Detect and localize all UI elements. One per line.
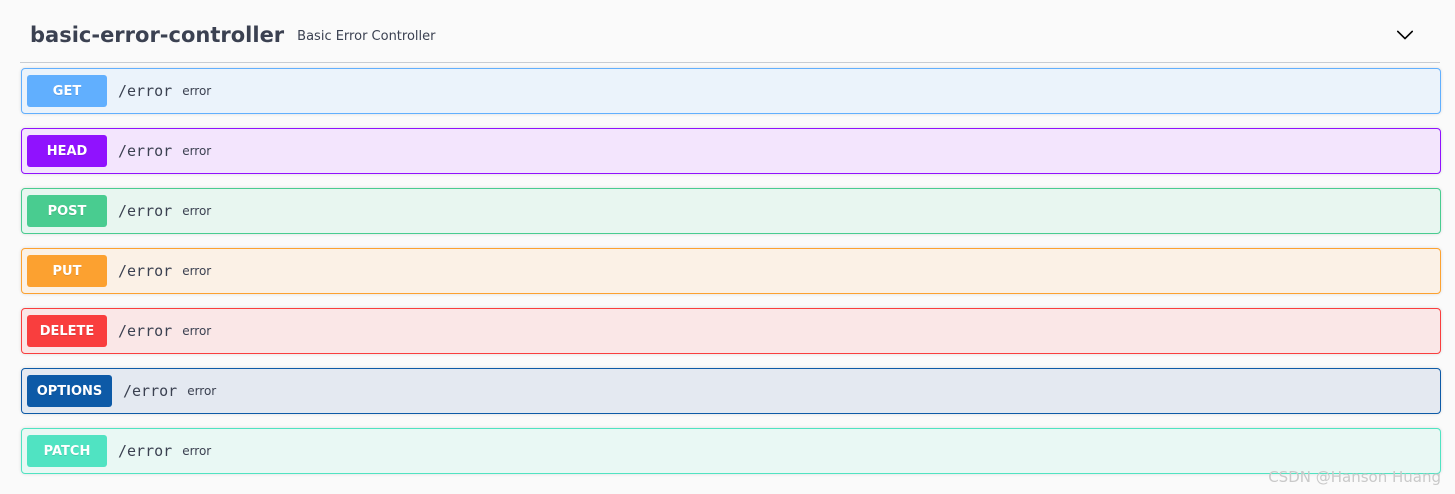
method-badge-head: HEAD (27, 135, 107, 167)
operation-summary: error (182, 444, 212, 458)
operation-path: /error (118, 322, 173, 340)
tag-header[interactable]: basic-error-controller Basic Error Contr… (20, 8, 1440, 63)
opblock-put[interactable]: PUT /error error (21, 248, 1441, 294)
opblock-post[interactable]: POST /error error (21, 188, 1441, 234)
operation-path: /error (118, 442, 173, 460)
chevron-down-icon[interactable] (1396, 26, 1414, 44)
opblock-get[interactable]: GET /error error (21, 68, 1441, 114)
opblock-head[interactable]: HEAD /error error (21, 128, 1441, 174)
operations-list: GET /error error HEAD /error error POST … (21, 68, 1441, 488)
operation-path: /error (118, 262, 173, 280)
operation-path: /error (118, 202, 173, 220)
opblock-options[interactable]: OPTIONS /error error (21, 368, 1441, 414)
operation-summary: error (182, 264, 212, 278)
method-badge-put: PUT (27, 255, 107, 287)
operation-summary: error (187, 384, 217, 398)
operation-path: /error (123, 382, 178, 400)
method-badge-delete: DELETE (27, 315, 107, 347)
method-badge-get: GET (27, 75, 107, 107)
tag-name[interactable]: basic-error-controller (30, 23, 285, 47)
watermark: CSDN @Hanson Huang (1268, 468, 1441, 486)
tag-description: Basic Error Controller (297, 28, 436, 44)
method-badge-options: OPTIONS (27, 375, 112, 407)
operation-summary: error (182, 144, 212, 158)
method-badge-post: POST (27, 195, 107, 227)
operation-summary: error (182, 204, 212, 218)
operation-path: /error (118, 142, 173, 160)
operation-summary: error (182, 324, 212, 338)
operation-summary: error (182, 84, 212, 98)
opblock-patch[interactable]: PATCH /error error (21, 428, 1441, 474)
method-badge-patch: PATCH (27, 435, 107, 467)
opblock-delete[interactable]: DELETE /error error (21, 308, 1441, 354)
operation-path: /error (118, 82, 173, 100)
